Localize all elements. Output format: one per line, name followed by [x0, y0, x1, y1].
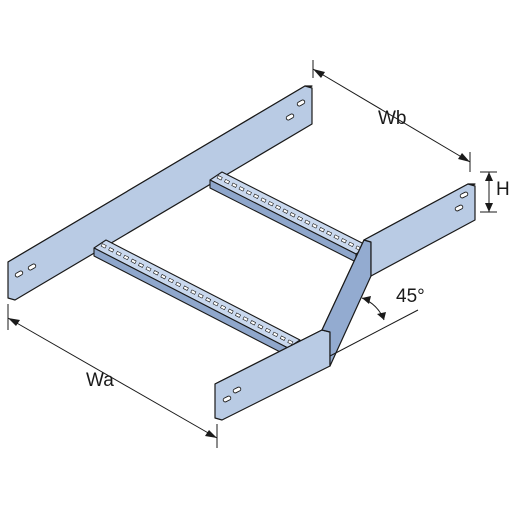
rung-hole [197, 293, 204, 299]
rung-hole [287, 339, 294, 345]
dimension-wb-label: Wb [378, 108, 407, 129]
rung-hole [167, 277, 174, 284]
rung-hole [304, 219, 311, 225]
rung-2-front [93, 247, 289, 357]
rung-hole [282, 208, 289, 214]
rung-hole [279, 335, 286, 341]
rung-hole [242, 316, 249, 322]
rung-hole [115, 250, 122, 257]
rung-hole [272, 331, 279, 338]
rung-hole [100, 243, 107, 249]
front-side-rail [214, 183, 476, 421]
back-rail-slot [296, 99, 306, 107]
back-side-rail [7, 85, 313, 301]
rung-hole [289, 212, 296, 218]
rung-hole [152, 270, 160, 276]
rung-hole [238, 186, 245, 192]
rung-hole [348, 241, 355, 248]
front-rail-slot [454, 204, 464, 212]
dimension-angle-label: 45° [396, 286, 425, 307]
rung-hole [275, 204, 282, 211]
back-rail-slot [27, 263, 37, 271]
rung-hole [311, 223, 318, 229]
rung-hole [231, 182, 238, 188]
rung-hole [137, 262, 145, 268]
rung-hole [264, 327, 271, 334]
rung-hole [130, 258, 137, 264]
rung-hole [108, 247, 115, 253]
rung-hole [205, 297, 212, 303]
rung-hole [182, 285, 189, 291]
dimension-h: H [480, 171, 510, 213]
rung-hole [333, 234, 340, 240]
rung-hole [175, 281, 182, 288]
back-rail-face [7, 85, 313, 301]
rung-hole [216, 175, 223, 181]
front-rail-far-face [363, 183, 476, 277]
back-rail-slot [14, 270, 24, 278]
dimension-h-label: H [496, 179, 510, 200]
rung-hole [145, 266, 152, 272]
rung-hole [227, 308, 234, 314]
ladder-rung-1 [209, 171, 369, 263]
back-rail-slot [285, 113, 295, 121]
rung-hole [296, 215, 303, 222]
rung-2-holes [100, 243, 294, 345]
rung-hole [267, 201, 274, 207]
dimension-wa-label: Wa [86, 370, 114, 391]
dimension-angle: 45° [329, 286, 425, 357]
rung-hole [234, 312, 242, 318]
rung-hole [245, 190, 252, 196]
rung-hole [326, 230, 333, 236]
rung-hole [249, 320, 257, 326]
rung-hole [223, 178, 230, 185]
rung-hole [190, 289, 197, 295]
dimension-wb: Wb [312, 60, 471, 172]
rung-1-holes [216, 175, 362, 251]
ladder-rung-2 [93, 239, 301, 357]
rung-hole [318, 227, 325, 233]
rung-hole [160, 274, 167, 280]
rung-hole [220, 304, 227, 311]
front-rail-slot [222, 395, 232, 403]
rung-hole [257, 324, 264, 330]
rung-hole [123, 254, 130, 261]
rung-1-front [209, 179, 357, 263]
rung-hole [260, 197, 267, 203]
rung-hole [212, 300, 219, 307]
rung-hole [340, 238, 347, 244]
dimension-wa: Wa [7, 304, 218, 448]
rung-hole [253, 193, 260, 199]
front-rail-slot [232, 386, 242, 394]
front-rail-slot [459, 191, 469, 199]
